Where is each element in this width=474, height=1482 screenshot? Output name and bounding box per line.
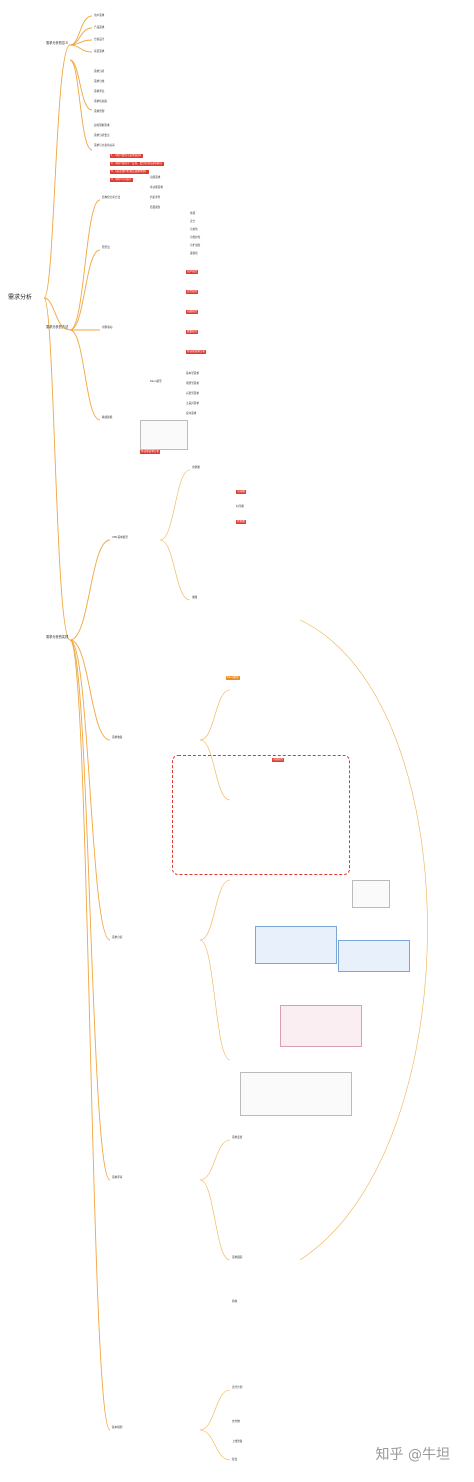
- meaning-item: 用户需求: [94, 14, 105, 17]
- practice-item: 需求评审: [112, 1176, 123, 1179]
- practice-item: 需求变更: [232, 1136, 243, 1139]
- method-b: 可维护性: [190, 236, 201, 239]
- red-box-5: 非功能需求分析: [186, 350, 207, 354]
- highlight-4: 4、【用户不可信】: [110, 178, 134, 182]
- dashed-group: [172, 755, 350, 875]
- method-b: 可用性: [190, 228, 198, 231]
- meaning-item: 项目需求: [94, 50, 105, 53]
- meaning-sub: 需求管理: [94, 110, 105, 113]
- list-thumbnail: [240, 1072, 352, 1116]
- uml-item: 类图: [192, 596, 198, 599]
- red-box-2: 业务模型: [186, 290, 199, 294]
- bottom-item: 上线准备: [232, 1440, 243, 1443]
- kano-item: 兴奋型需求: [186, 392, 199, 395]
- red-box-3: 功能模型: [186, 310, 199, 314]
- meaning-sub: 需求评估: [94, 90, 105, 93]
- branch-method: 需求分析的方法: [46, 325, 69, 329]
- uml-item-active: 状态图: [236, 520, 246, 524]
- flow-diagram-2: [338, 940, 410, 972]
- table-thumbnail: [352, 880, 390, 908]
- meaning-sub: 需求优先级: [94, 100, 107, 103]
- practice-item: 需求跟踪: [232, 1256, 243, 1259]
- uml-item-active: 活动图: [236, 490, 246, 494]
- kano-item: 反向需求: [186, 412, 197, 415]
- method-b: 性能: [190, 212, 196, 215]
- diagram-thumbnail: [140, 420, 188, 450]
- bottom-item: 复盘: [232, 1458, 238, 1461]
- method-item: 原型法: [102, 246, 110, 249]
- kano-item: Kano模型: [150, 380, 162, 383]
- practice-item: 验收: [232, 1300, 238, 1303]
- bottom-item: 迭代计划: [232, 1386, 243, 1389]
- method-b: 质量属性: [150, 206, 161, 209]
- method-b: 非功能需求: [150, 186, 163, 189]
- understand-item: 需求分析要点: [94, 134, 110, 137]
- method-b: 可扩展性: [190, 244, 201, 247]
- uml-item: 用例图: [192, 466, 200, 469]
- highlight-3: 3、【关注用户的真实需求场景】: [110, 170, 149, 174]
- highlight-1: 1、【用户要的不是他说的】: [110, 154, 144, 158]
- method-item: 敏捷建模: [102, 416, 113, 419]
- meaning-sub: 需求分类: [94, 80, 105, 83]
- bottom-item: 版本规划: [112, 1426, 123, 1429]
- diagram-caption: 非功能需求分析: [140, 450, 161, 454]
- uml-item: 时序图: [236, 505, 244, 508]
- kano-item: 期望型需求: [186, 382, 199, 385]
- orange-note: Kano模型: [226, 676, 240, 680]
- root-node: 需求分析: [8, 294, 33, 301]
- method-b: 安全: [190, 220, 196, 223]
- method-b: 兼容性: [190, 252, 198, 255]
- red-box-1: 用户模型: [186, 270, 199, 274]
- understand-item: 如何理解需求: [94, 124, 110, 127]
- method-item: 用例驱动: [102, 326, 113, 329]
- method-item: 结构化分析方法: [102, 196, 121, 199]
- understand-item: 需求与方案的关系: [94, 144, 115, 147]
- kano-item: 无差异需求: [186, 402, 199, 405]
- method-b: 功能需求: [150, 176, 161, 179]
- highlight-2: 2、【用户说的不一定对，要分析背后的动机】: [110, 162, 165, 166]
- meaning-item: 产品需求: [94, 26, 105, 29]
- method-b: 约束条件: [150, 196, 161, 199]
- kano-item: 基本型需求: [186, 372, 199, 375]
- practice-item: 需求收集: [112, 736, 123, 739]
- bottom-item: 交付物: [232, 1420, 240, 1423]
- dashed-title: 功能模型: [272, 758, 285, 762]
- flow-diagram-1: [255, 926, 337, 964]
- watermark: 知乎 @牛坦: [375, 1447, 450, 1463]
- uml-title: UML需求模型: [112, 536, 128, 539]
- red-box-4: 数据模型: [186, 330, 199, 334]
- meaning-item: 方案设计: [94, 38, 105, 41]
- branch-practice: 需求分析的实践: [46, 635, 69, 639]
- meaning-sub: 需求分析: [94, 70, 105, 73]
- practice-item: 需求分析: [112, 936, 123, 939]
- branch-meaning: 需求分析的意义: [46, 41, 69, 45]
- flow-diagram-3: [280, 1005, 362, 1047]
